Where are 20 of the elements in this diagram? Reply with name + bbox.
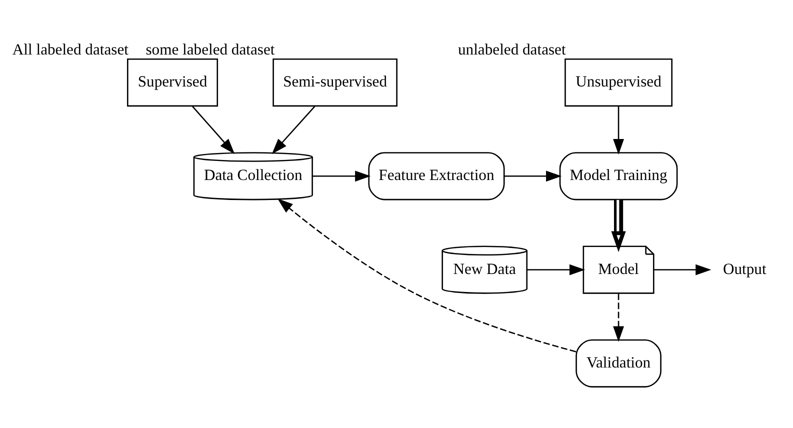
node-box: Model Training bbox=[559, 152, 678, 200]
arrow bbox=[654, 264, 712, 275]
node-label: some labeled dataset bbox=[146, 41, 275, 58]
arrow bbox=[277, 198, 576, 352]
node-box: Semi-supervised bbox=[272, 58, 398, 106]
arrow bbox=[613, 293, 624, 342]
node-box: Validation bbox=[576, 338, 662, 387]
arrow bbox=[504, 170, 562, 182]
arrow bbox=[611, 199, 626, 252]
arrow bbox=[272, 105, 316, 154]
arrow bbox=[613, 106, 624, 154]
arrow bbox=[526, 264, 586, 275]
node-text: Output bbox=[723, 260, 766, 278]
node-label: All labeled dataset bbox=[12, 41, 128, 58]
node-label: unlabeled dataset bbox=[458, 41, 566, 58]
node-box: Unsupervised bbox=[564, 58, 672, 106]
arrow bbox=[312, 170, 371, 182]
node-box: Feature Extraction bbox=[368, 152, 505, 200]
arrow bbox=[192, 105, 235, 154]
node-box: Supervised bbox=[127, 58, 218, 106]
